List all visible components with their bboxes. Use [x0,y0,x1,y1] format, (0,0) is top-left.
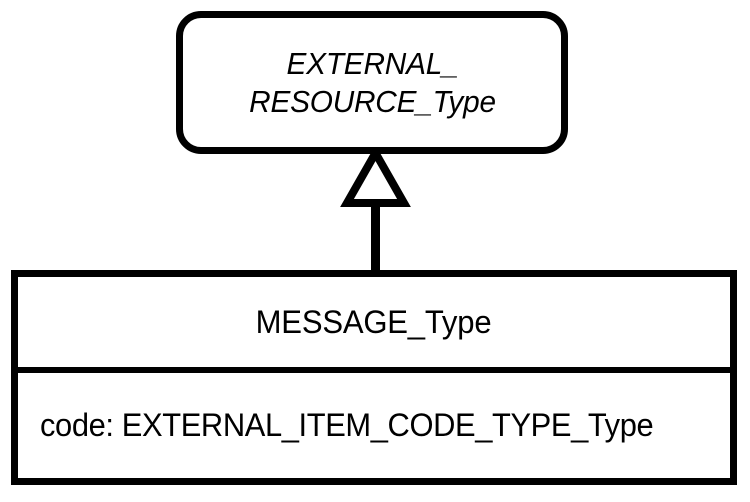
class-name-compartment: MESSAGE_Type [18,277,730,373]
hollow-triangle-arrowhead-icon [340,144,411,207]
class-name-label: MESSAGE_Type [256,303,492,340]
class-attributes-compartment: code: EXTERNAL_ITEM_CODE_TYPE_Type [18,373,730,478]
class-node-message-type[interactable]: MESSAGE_Type code: EXTERNAL_ITEM_CODE_TY… [11,270,737,485]
abstract-class-node-external-resource-type[interactable]: EXTERNAL_ RESOURCE_Type [176,11,568,154]
abstract-class-name-label: EXTERNAL_ RESOURCE_Type [248,45,496,119]
class-attribute-row: code: EXTERNAL_ITEM_CODE_TYPE_Type [40,407,654,443]
